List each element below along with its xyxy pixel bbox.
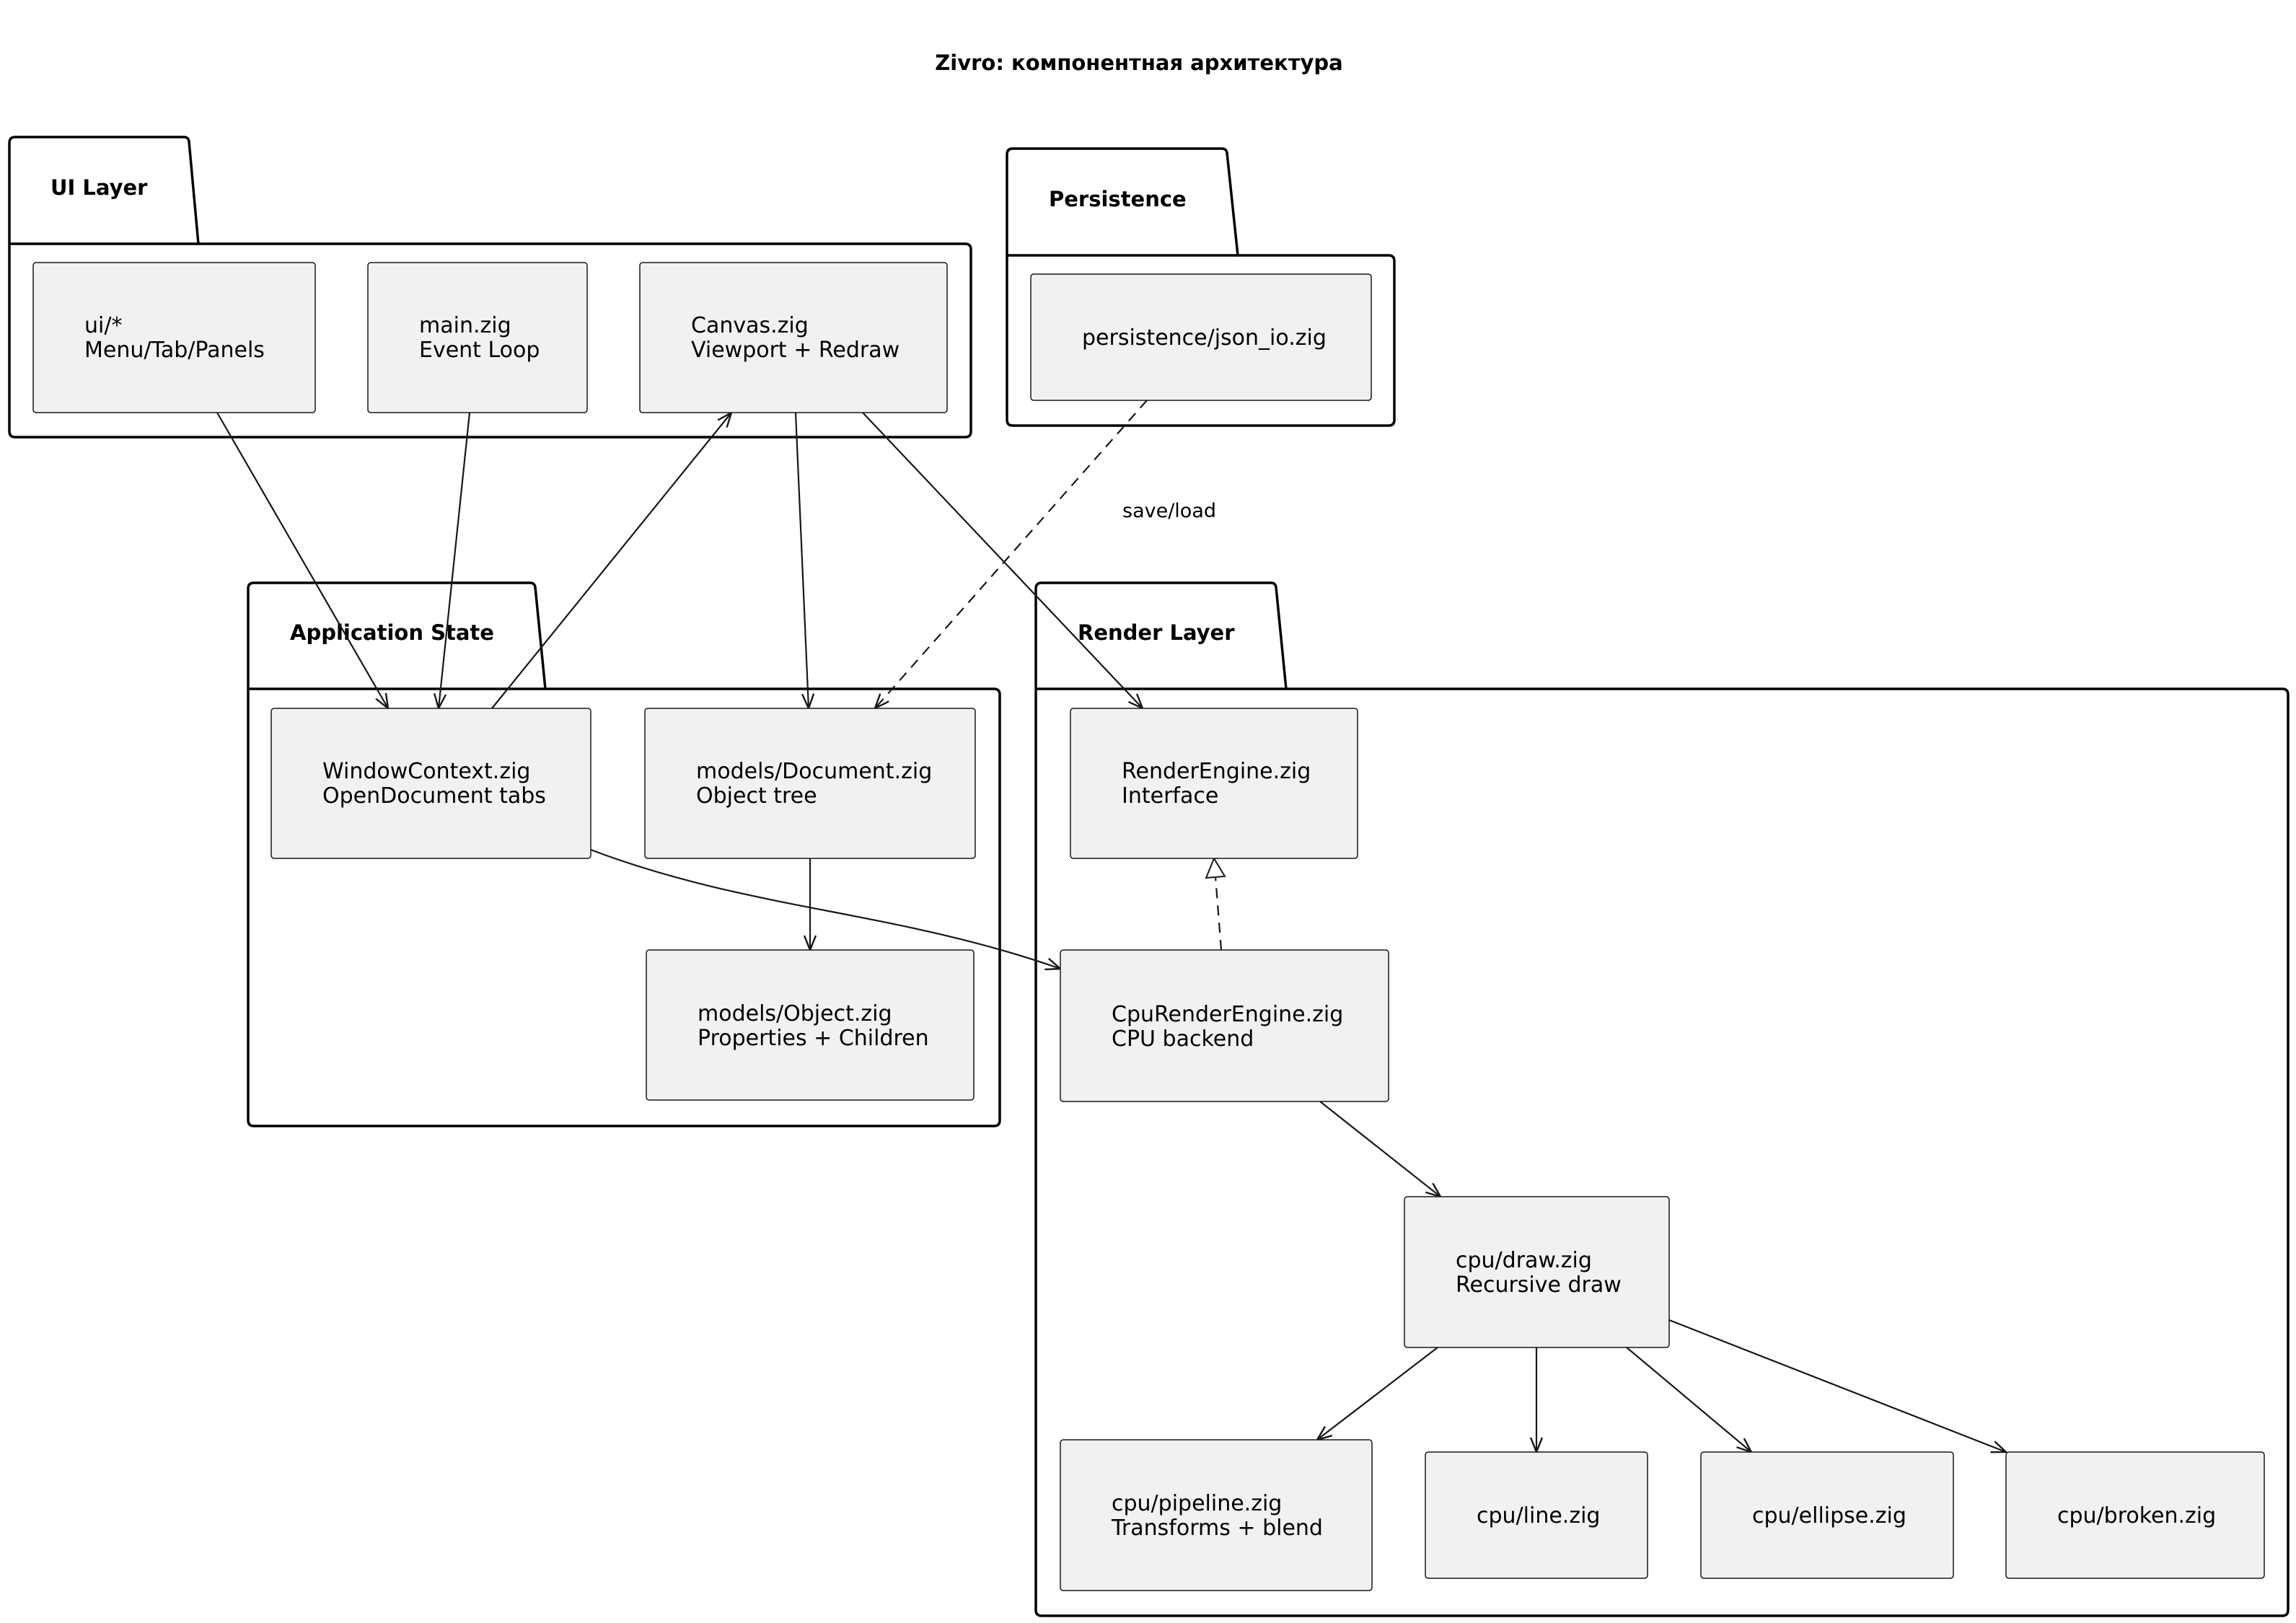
edge-window-ctx-to-canvas	[491, 413, 731, 709]
component-description: OpenDocument tabs	[322, 783, 546, 809]
component-description: Object tree	[696, 783, 817, 809]
component-draw: cpu/draw.zig Recursive draw	[1404, 1196, 1670, 1348]
edge-canvas-to-document	[794, 412, 809, 708]
component-description: Menu/Tab/Panels	[84, 338, 265, 363]
component-name: main.zig	[419, 313, 511, 338]
edge-canvas-to-render-engine	[862, 412, 1143, 708]
component-name: Canvas.zig	[691, 313, 809, 338]
edge-label: save/load	[1122, 500, 1216, 522]
edge-draw-to-broken	[1668, 1319, 2006, 1452]
edge-draw-to-pipeline	[1317, 1347, 1438, 1440]
edge-cpu-engine-to-render-engine	[1214, 858, 1221, 951]
component-document: models/Document.zig Object tree	[644, 708, 976, 859]
component-pipeline: cpu/pipeline.zig Transforms + blend	[1060, 1439, 1373, 1591]
component-line: cpu/line.zig	[1425, 1451, 1648, 1579]
component-name: models/Document.zig	[696, 759, 932, 784]
component-name: cpu/pipeline.zig	[1112, 1491, 1282, 1516]
edges-layer: save/load	[216, 400, 2006, 1452]
edge-main-to-window-ctx	[439, 412, 471, 708]
component-name: ui/*	[84, 313, 122, 338]
component-description: Event Loop	[419, 338, 540, 363]
edge-draw-to-ellipse	[1626, 1347, 1751, 1452]
package-label: UI Layer	[50, 175, 148, 200]
component-name: models/Object.zig	[698, 1001, 892, 1026]
component-ellipse: cpu/ellipse.zig	[1700, 1451, 1954, 1579]
component-description: Interface	[1122, 783, 1218, 809]
component-name: RenderEngine.zig	[1122, 759, 1311, 784]
edge-window-ctx-to-cpu-engine	[590, 848, 1060, 969]
component-cpu-render-engine: CpuRenderEngine.zig CPU backend	[1060, 949, 1389, 1102]
component-ui-panels: ui/* Menu/Tab/Panels	[32, 262, 316, 413]
edge-cpu-engine-to-draw	[1319, 1101, 1441, 1197]
component-broken: cpu/broken.zig	[2005, 1451, 2265, 1579]
component-description: Recursive draw	[1456, 1272, 1622, 1298]
package-label: Application State	[290, 620, 494, 645]
component-name: cpu/line.zig	[1477, 1503, 1600, 1529]
component-json-io: persistence/json_io.zig	[1030, 273, 1372, 401]
component-name: persistence/json_io.zig	[1082, 325, 1327, 351]
component-name: CpuRenderEngine.zig	[1112, 1002, 1343, 1027]
component-description: CPU backend	[1112, 1026, 1254, 1052]
edge-ui-panels-to-window-ctx	[216, 412, 388, 708]
component-render-engine: RenderEngine.zig Interface	[1070, 708, 1358, 859]
diagram-title: Zivro: компонентная архитектура	[935, 50, 1343, 75]
component-description: Transforms + blend	[1111, 1516, 1323, 1541]
component-canvas: Canvas.zig Viewport + Redraw	[639, 262, 948, 413]
package-label: Persistence	[1049, 187, 1187, 211]
component-name: cpu/draw.zig	[1456, 1248, 1592, 1273]
package-label: Render Layer	[1078, 620, 1235, 645]
component-object: models/Object.zig Properties + Children	[646, 949, 975, 1101]
component-name: cpu/ellipse.zig	[1752, 1503, 1906, 1529]
component-name: cpu/broken.zig	[2057, 1503, 2216, 1529]
component-name: WindowContext.zig	[322, 759, 530, 784]
component-description: Properties + Children	[698, 1026, 929, 1051]
component-window-context: WindowContext.zig OpenDocument tabs	[270, 708, 591, 859]
component-main: main.zig Event Loop	[367, 262, 588, 413]
component-description: Viewport + Redraw	[691, 338, 900, 363]
